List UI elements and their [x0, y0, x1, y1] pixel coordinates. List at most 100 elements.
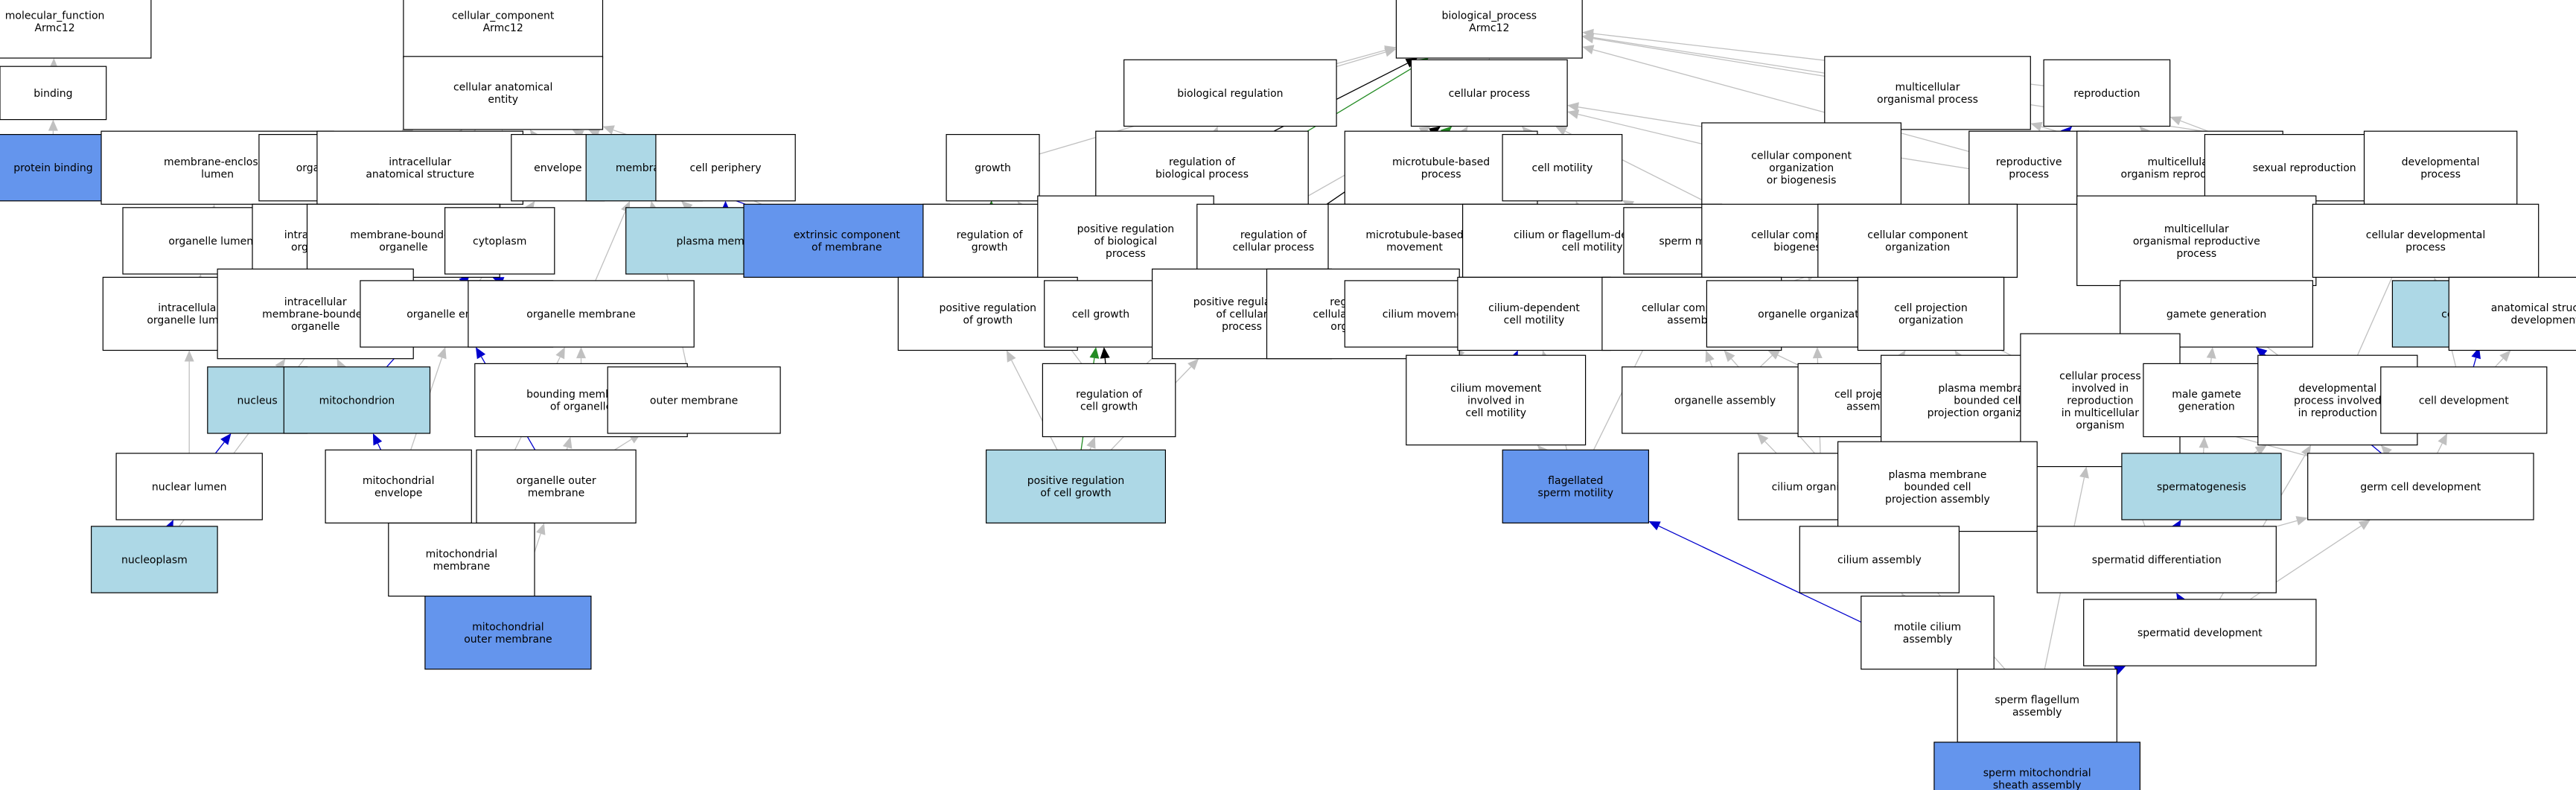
term-node-cellular-process[interactable]: cellular process [1410, 59, 1568, 127]
term-label-line: multicellular [2148, 156, 2213, 168]
term-box [283, 366, 431, 434]
edge-is-a [1582, 45, 1969, 153]
edge-arrowhead [1555, 126, 1568, 136]
term-node-germ-cell-development[interactable]: germ cell development [2307, 453, 2534, 520]
term-label-line: reproduction [2067, 395, 2133, 407]
edge-arrowhead [2358, 520, 2371, 530]
term-node-outer-membrane[interactable]: outer membrane [607, 366, 781, 434]
term-node-cilium-assembly[interactable]: cilium assembly [1799, 526, 1960, 593]
term-node-organelle-assembly[interactable]: organelle assembly [1622, 366, 1829, 434]
term-label-line: positive regulation [1027, 475, 1124, 487]
term-node-biological-regulation[interactable]: biological regulation [1123, 59, 1337, 127]
term-node-spermatid-development[interactable]: spermatid development [2083, 599, 2317, 666]
term-box [1406, 354, 1587, 446]
term-node-cytoplasm[interactable]: cytoplasm [444, 207, 555, 275]
term-label-line: cellular process [2059, 370, 2140, 382]
term-label-line: positive regulation [1193, 296, 1290, 308]
term-label-line: organelle [379, 242, 427, 254]
term-box [1824, 56, 2031, 130]
term-label-line: multicellular [1896, 82, 1960, 94]
term-label-line: sheath assembly [1993, 780, 2082, 790]
term-box [325, 449, 472, 523]
term-label-line: microtubule-based [1392, 156, 1490, 168]
term-label-line: Armc12 [1469, 22, 1509, 34]
term-box [1457, 276, 1611, 351]
term-label-line: multicellular [2164, 223, 2229, 235]
term-node-spermatogenesis[interactable]: spermatogenesis [2121, 453, 2282, 520]
term-box [607, 366, 781, 434]
term-label-line: cell growth [1072, 309, 1129, 321]
term-node-cell-motility[interactable]: cell motility [1502, 134, 1623, 202]
term-label-line: development [2510, 315, 2576, 327]
edge-arrowhead [437, 347, 447, 360]
term-label-line: cell motility [1532, 162, 1593, 174]
term-node-binding[interactable]: binding [0, 66, 107, 121]
term-node-anatomical-structure-development[interactable]: anatomical structuredevelopment [2448, 276, 2576, 351]
term-node-growth[interactable]: growth [946, 134, 1040, 202]
edge-arrowhead [476, 347, 486, 360]
term-label-line: process [2420, 169, 2461, 181]
term-node-reproduction[interactable]: reproduction [2043, 59, 2171, 127]
term-node-nuclear-lumen[interactable]: nuclear lumen [115, 453, 263, 520]
term-node-cell-periphery[interactable]: cell periphery [655, 134, 796, 202]
term-label-line: motile cilium [1894, 621, 1961, 633]
term-box [2043, 59, 2171, 127]
term-node-cell-development[interactable]: cell development [2380, 366, 2548, 434]
term-label-line: organelle organization [1758, 309, 1875, 321]
term-label-line: cytoplasm [473, 235, 526, 247]
term-label-line: of cell growth [1040, 488, 1111, 500]
term-label-line: membrane-enclosed [164, 156, 271, 168]
term-label-line: Armc12 [483, 22, 523, 34]
edge-arrowhead [2079, 466, 2089, 479]
term-node-nucleoplasm[interactable]: nucleoplasm [90, 526, 218, 593]
edge-arrowhead [1187, 358, 1199, 370]
term-box [476, 449, 637, 523]
edge-arrowhead [1812, 347, 1823, 359]
term-label-line: mitochondrion [319, 395, 395, 407]
term-node-organelle-membrane[interactable]: organelle membrane [468, 280, 695, 348]
term-label-line: nucleus [237, 395, 278, 407]
term-label-line: nuclear lumen [152, 481, 227, 493]
term-node-spermatid-differentiation[interactable]: spermatid differentiation [2036, 526, 2277, 593]
edge-arrowhead [2380, 445, 2392, 456]
term-node-mitochondrion[interactable]: mitochondrion [283, 366, 431, 434]
term-label-line: in multicellular [2062, 407, 2139, 419]
term-node-cell-growth[interactable]: cell growth [1044, 280, 1158, 348]
term-label-line: cilium assembly [1837, 555, 1922, 567]
term-label-line: process involved [2294, 395, 2382, 407]
term-label-line: cilium movement [1383, 309, 1474, 321]
